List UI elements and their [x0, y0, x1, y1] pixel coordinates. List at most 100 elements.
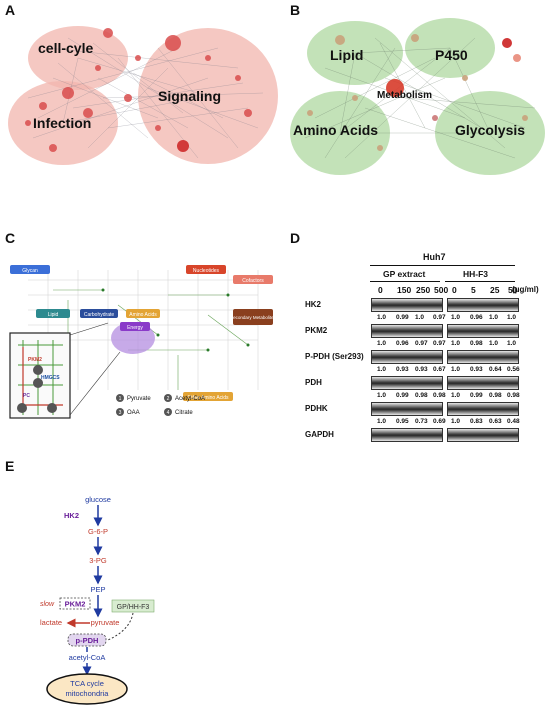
wb-group-gp-rule [370, 281, 440, 282]
cluster-label-a-2: Infection [33, 115, 91, 131]
wb-concentration: 50 [508, 285, 518, 295]
network-a: cell-cyle Signaling Infection [8, 26, 278, 165]
wb-band-strip [447, 324, 519, 338]
inset-label-pc: PC [23, 393, 30, 399]
wb-quant-value: 0.96 [396, 340, 409, 347]
inhibitor-label: GP/HH-F3 [117, 604, 150, 611]
wb-unit: (μg/ml) [512, 285, 539, 294]
wb-quant-value: 1.0 [377, 314, 387, 321]
wb-quant-value: 0.96 [470, 314, 483, 321]
wb-cell-line-rule [370, 265, 515, 266]
wb-band-strip [371, 376, 443, 390]
inset-label-pkm2: PKM2 [28, 357, 42, 363]
wb-quant-value: 0.64 [489, 366, 502, 373]
wb-row-label: PDH [305, 378, 322, 387]
pathway-legend: 1 Pyruvate 2 Acetyl-CoA 3 OAA 4 Citrate [116, 394, 205, 416]
legend-label-2: Acetyl-CoA [175, 396, 205, 402]
category-carbohydrate: Carbohydrate [84, 312, 115, 318]
wb-band-strip [371, 324, 443, 338]
wb-quant-value: 1.0 [489, 314, 499, 321]
wb-quant-value: 0.97 [433, 314, 446, 321]
legend-label-3: OAA [127, 410, 140, 416]
wb-band-strip [371, 298, 443, 312]
wb-concentration: 500 [434, 285, 449, 295]
inset-label-hmgcs: HMGCS [41, 375, 60, 381]
network-b: Lipid P450 Metabolism Amino Acids Glycol… [290, 18, 545, 175]
wb-quant-value: 0.99 [396, 314, 409, 321]
wb-quant-value: 1.0 [377, 392, 387, 399]
step-pep: PEP [90, 585, 105, 594]
legend-label-1: Pyruvate [127, 396, 151, 402]
cluster-label-b-2: Metabolism [377, 90, 432, 101]
wb-quant-value: 0.73 [415, 418, 428, 425]
category-glycan: Glycan [22, 268, 38, 274]
wb-row-label: PDHK [305, 404, 328, 413]
wb-quant-value: 0.98 [489, 392, 502, 399]
slow-label: slow [40, 601, 55, 608]
cluster-label-a-0: cell-cyle [38, 40, 93, 56]
wb-quant-value: 0.98 [470, 340, 483, 347]
wb-concentration: 0 [452, 285, 457, 295]
glycolysis-scheme: glucose HK2 G-6-P 3-PG PEP slow PKM2 GP/… [40, 495, 155, 705]
wb-band-strip [447, 402, 519, 416]
wb-concentration: 5 [471, 285, 476, 295]
step-pyruvate: pyruvate [91, 618, 120, 627]
wb-quant-value: 0.93 [470, 366, 483, 373]
cluster-label-b-4: Glycolysis [455, 122, 525, 138]
wb-quant-value: 1.0 [451, 418, 461, 425]
wb-quant-value: 0.99 [396, 392, 409, 399]
step-3pg: 3-PG [89, 556, 107, 565]
category-amino-acids: Amino Acids [129, 312, 157, 318]
panel-letter-a: A [5, 2, 16, 18]
wb-quant-value: 0.98 [507, 392, 520, 399]
cluster-label-b-0: Lipid [330, 47, 363, 63]
wb-row-label: PKM2 [305, 326, 328, 335]
metabolic-pathway-map: Glycan Nucleotides Cofactors Lipid Carbo… [8, 255, 278, 420]
wb-band-strip [371, 428, 443, 442]
wb-concentration: 250 [416, 285, 431, 295]
wb-quant-value: 0.48 [507, 418, 520, 425]
network-edges-a [27, 37, 264, 159]
wb-group-hhf3: HH-F3 [463, 269, 489, 279]
wb-cell-line: Huh7 [423, 252, 446, 262]
wb-row-label: GAPDH [305, 430, 334, 439]
step-glucose: glucose [85, 495, 111, 504]
wb-band-strip [447, 298, 519, 312]
wb-band-strip [447, 428, 519, 442]
cluster-label-b-1: P450 [435, 47, 468, 63]
wb-group-hhf3-rule [445, 281, 515, 282]
wb-band-strip [447, 376, 519, 390]
category-lipid: Lipid [48, 312, 59, 318]
wb-quant-value: 1.0 [489, 340, 499, 347]
legend-num-2: 2 [167, 396, 170, 402]
category-secondary-metabolites: Secondary Metabolites [230, 315, 277, 320]
wb-concentration: 0 [378, 285, 383, 295]
category-other-amino-acids: Other Amino Acids [187, 395, 229, 401]
wb-quant-value: 0.69 [433, 418, 446, 425]
legend-num-4: 4 [167, 410, 170, 416]
cluster-label-b-3: Amino Acids [293, 122, 378, 138]
wb-row-label: HK2 [305, 300, 322, 309]
wb-quant-value: 0.97 [433, 340, 446, 347]
enzyme-pkm2: PKM2 [65, 600, 86, 609]
wb-band-strip [371, 402, 443, 416]
panel-letter-c: C [5, 230, 16, 246]
pathway-inset: PKM2 HMGCS PC [9, 332, 71, 419]
wb-quant-value: 0.95 [396, 418, 409, 425]
wb-concentration: 25 [490, 285, 500, 295]
network-nodes-a [25, 28, 252, 152]
wb-quant-value: 1.0 [377, 366, 387, 373]
enzyme-hk2: HK2 [64, 511, 79, 520]
wb-quant-value: 1.0 [377, 418, 387, 425]
wb-quant-value: 1.0 [507, 340, 517, 347]
lactate-label: lactate [40, 618, 62, 627]
tca-cycle-label: TCA cycle [70, 679, 104, 688]
mitochondria-label: mitochondria [66, 689, 110, 698]
wb-quant-value: 0.67 [433, 366, 446, 373]
category-nucleotides: Nucleotides [193, 268, 220, 274]
wb-quant-value: 0.98 [433, 392, 446, 399]
wb-concentration: 150 [397, 285, 412, 295]
wb-quant-value: 0.56 [507, 366, 520, 373]
step-acetyl-coa: acetyl-CoA [69, 653, 106, 662]
